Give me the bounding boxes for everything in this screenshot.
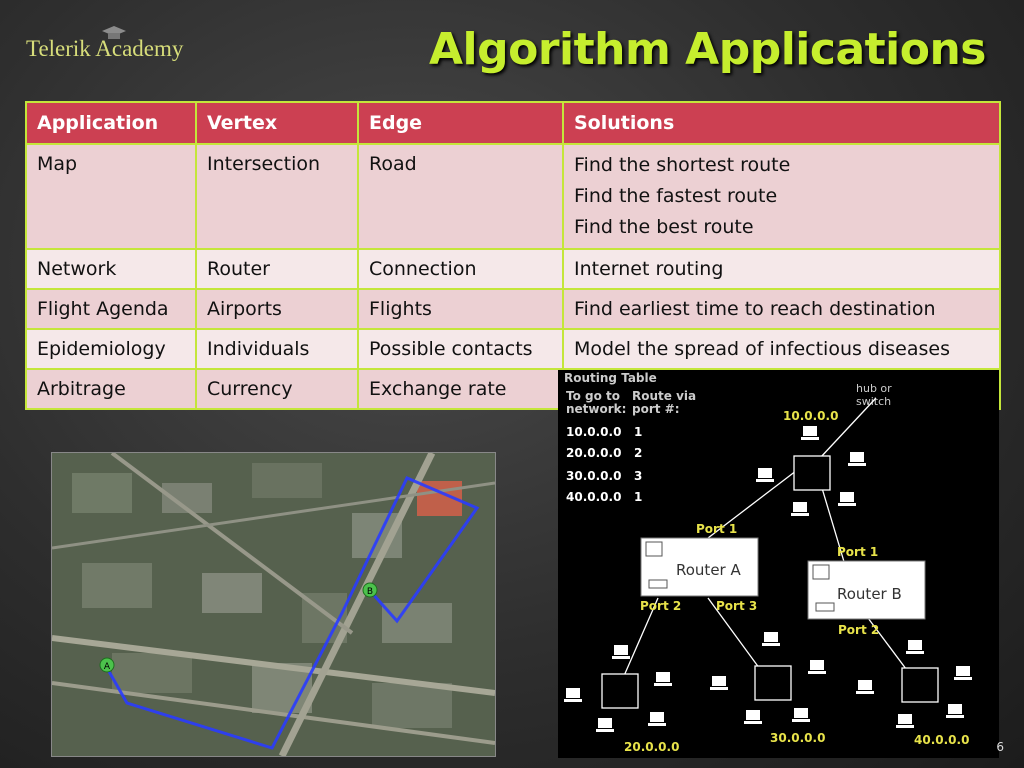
router-b-icon: Router B	[807, 560, 926, 620]
table-row: Flight Agenda Airports Flights Find earl…	[25, 288, 1001, 330]
hub-mid-icon	[754, 665, 792, 701]
port3-a-label: Port 3	[716, 599, 757, 613]
marker-a-label: A	[104, 662, 111, 672]
cell-application: Flight Agenda	[25, 288, 197, 330]
network-label-mid: 30.0.0.0	[770, 731, 825, 745]
solution-line: Find the best route	[574, 216, 754, 238]
port1-b-label: Port 1	[837, 545, 878, 559]
cell-application: Map	[25, 143, 197, 250]
cell-edge: Exchange rate	[357, 368, 564, 410]
port2-b-label: Port 2	[838, 623, 879, 637]
graduation-cap-icon	[102, 26, 126, 39]
route-network: 30.0.0.0	[566, 469, 621, 483]
marker-b-label: B	[367, 587, 373, 597]
cell-vertex: Individuals	[195, 328, 359, 370]
column-header: Vertex	[195, 101, 359, 145]
router-a-icon: Router A	[640, 537, 759, 597]
cell-application: Arbitrage	[25, 368, 197, 410]
table-header-row: Application Vertex Edge Solutions	[25, 101, 1001, 145]
route-network: 40.0.0.0	[566, 490, 621, 504]
cell-solutions: Internet routing	[562, 248, 1001, 290]
cell-edge: Possible contacts	[357, 328, 564, 370]
column-header: Application	[25, 101, 197, 145]
cell-edge: Flights	[357, 288, 564, 330]
cell-vertex: Currency	[195, 368, 359, 410]
hub-label-line1: hub or	[856, 382, 892, 395]
hub-right-icon	[901, 667, 939, 703]
route-network: 10.0.0.0	[566, 425, 621, 439]
route-network: 20.0.0.0	[566, 446, 621, 460]
routing-table-title: Routing Table	[564, 371, 657, 385]
applications-table: Application Vertex Edge Solutions Map In…	[25, 101, 1001, 410]
routing-col1-line2: network:	[566, 402, 626, 416]
port1-a-label: Port 1	[696, 522, 737, 536]
column-header: Solutions	[562, 101, 1001, 145]
column-header: Edge	[357, 101, 564, 145]
route-port: 3	[634, 469, 642, 483]
table-row: Epidemiology Individuals Possible contac…	[25, 328, 1001, 370]
table-row: Network Router Connection Internet routi…	[25, 248, 1001, 290]
cell-edge: Connection	[357, 248, 564, 290]
cell-solutions: Find the shortest route Find the fastest…	[562, 143, 1001, 250]
routing-col2-line1: Route via	[632, 389, 696, 403]
cell-solutions: Find earliest time to reach destination	[562, 288, 1001, 330]
cell-solutions: Model the spread of infectious diseases	[562, 328, 1001, 370]
cell-edge: Road	[357, 143, 564, 250]
cell-vertex: Airports	[195, 288, 359, 330]
router-a-label: Router A	[676, 561, 741, 579]
marker-a-icon: A	[99, 657, 115, 673]
port2-a-label: Port 2	[640, 599, 681, 613]
network-label-right: 40.0.0.0	[914, 733, 969, 747]
route-port: 2	[634, 446, 642, 460]
routing-col1-line1: To go to	[566, 389, 620, 403]
solution-line: Find the fastest route	[574, 185, 778, 207]
router-b-label: Router B	[837, 585, 902, 603]
logo-text: Telerik Academy	[26, 36, 184, 61]
marker-b-icon: B	[362, 582, 378, 598]
slide-title: Algorithm Applications	[428, 24, 987, 75]
aerial-map-image: A B	[51, 452, 496, 757]
network-label-top: 10.0.0.0	[783, 409, 838, 423]
network-routing-diagram: Routing Table To go to network: Route vi…	[558, 370, 999, 758]
cell-application: Network	[25, 248, 197, 290]
cell-application: Epidemiology	[25, 328, 197, 370]
computer-icons	[564, 426, 972, 732]
hub-top-icon	[793, 455, 831, 491]
page-number: 6	[996, 740, 1004, 754]
route-port: 1	[634, 425, 642, 439]
telerik-academy-logo: Telerik Academy	[26, 26, 184, 62]
routing-col2-line2: port #:	[632, 402, 680, 416]
network-label-left: 20.0.0.0	[624, 740, 679, 754]
table-row: Map Intersection Road Find the shortest …	[25, 143, 1001, 250]
solution-line: Find the shortest route	[574, 154, 791, 176]
route-port: 1	[634, 490, 642, 504]
cell-vertex: Intersection	[195, 143, 359, 250]
cell-vertex: Router	[195, 248, 359, 290]
hub-left-icon	[601, 673, 639, 709]
